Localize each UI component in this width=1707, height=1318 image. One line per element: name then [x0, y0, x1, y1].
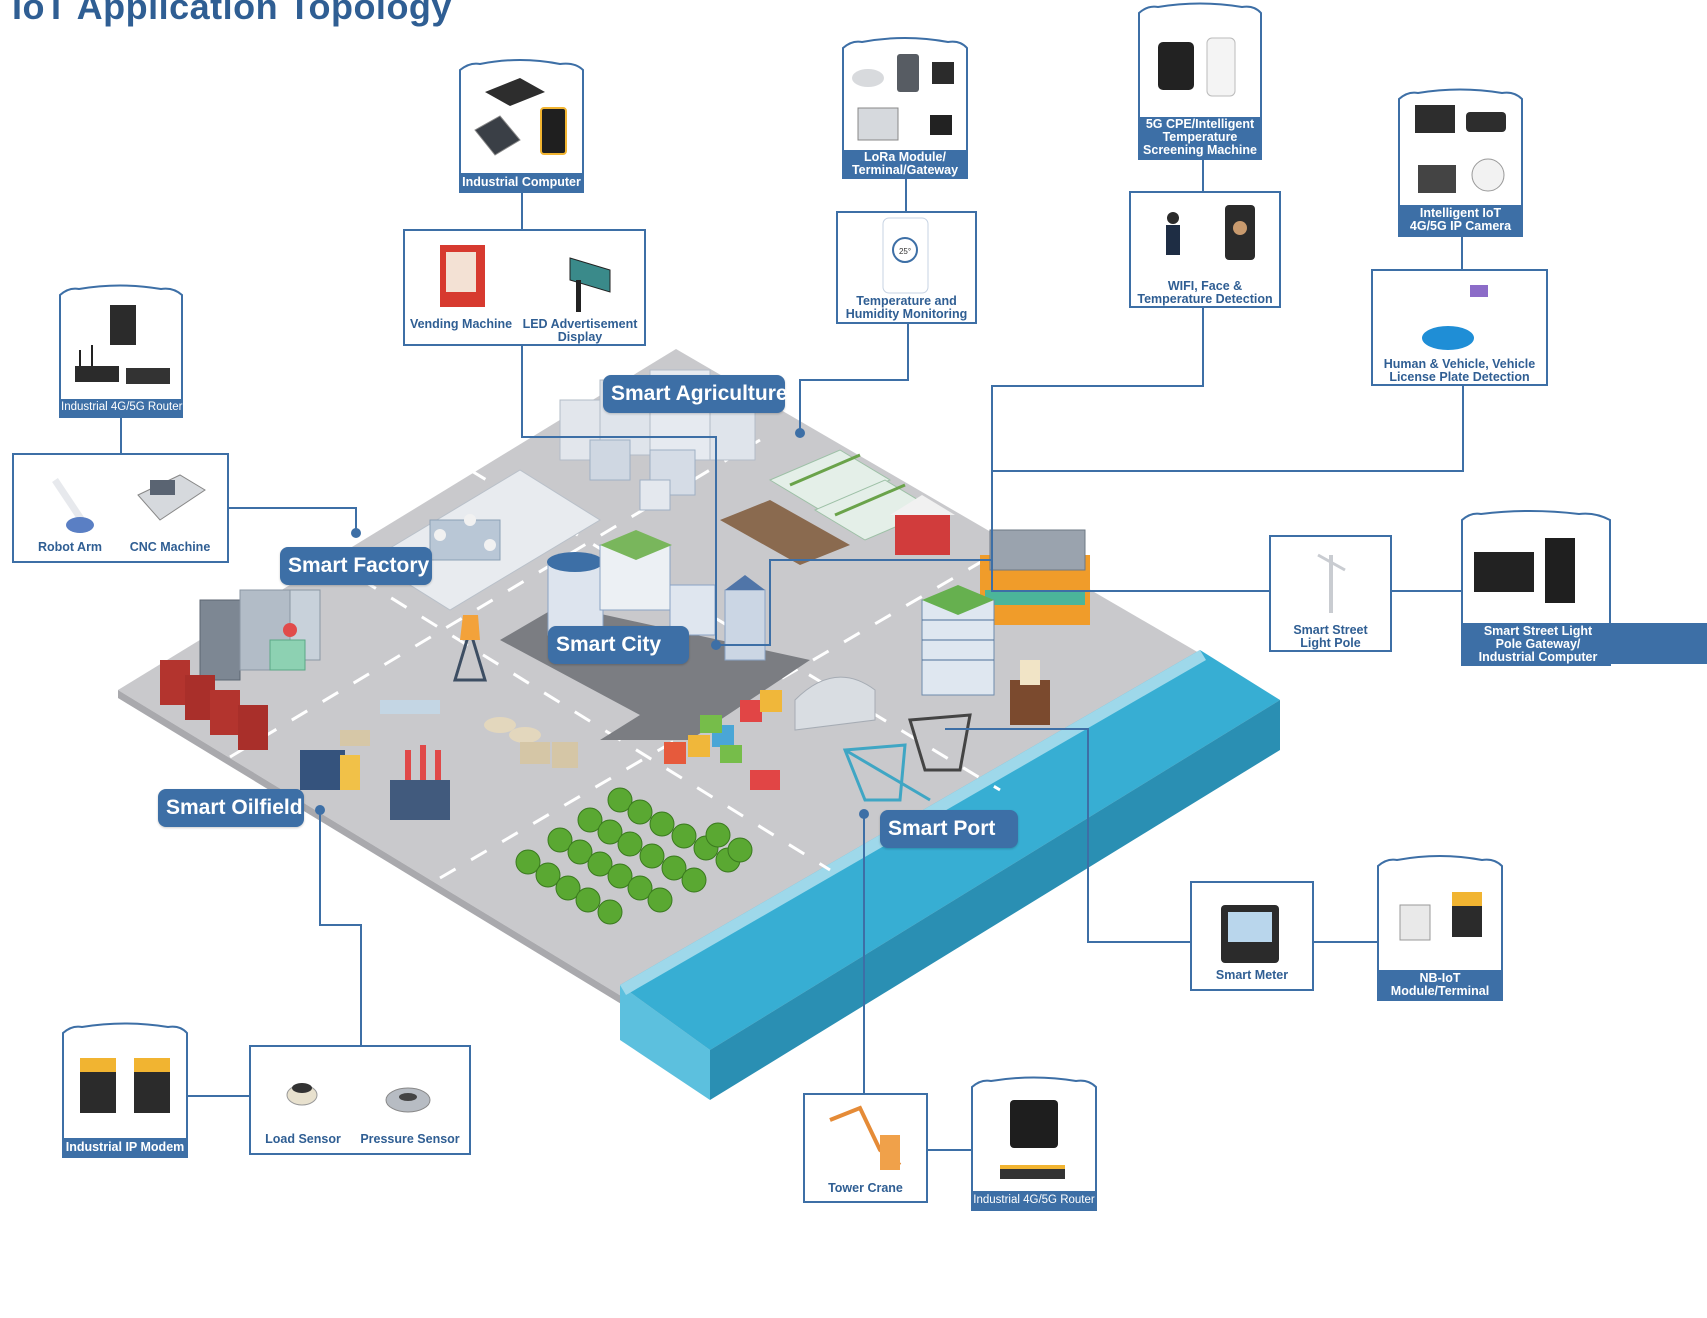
- router-4g-icon: [75, 305, 170, 384]
- router-factory-caption: Industrial 4G/5G Router: [61, 399, 182, 416]
- nbiot-icon: [1399, 892, 1482, 941]
- pressure-sensor-icon: [385, 1087, 431, 1113]
- router-port-icon: [1000, 1100, 1065, 1179]
- cnc-machine-icon: [137, 474, 206, 521]
- lora-devices-icon: [852, 54, 954, 141]
- face-detection-icon: [1166, 205, 1255, 260]
- vending-machine-caption: Vending Machine: [409, 317, 513, 331]
- crop-field: [720, 500, 850, 565]
- smart-port-label: Smart Port: [880, 810, 1018, 848]
- ip-modem-caption: Industrial IP Modem: [64, 1138, 186, 1156]
- industrial-computer-caption: Industrial Computer: [461, 173, 582, 191]
- load-sensor-icon: [286, 1083, 318, 1106]
- connector-lines: [120, 159, 1465, 1151]
- hospital-buildings: [199, 589, 321, 681]
- lighthouse: [1010, 660, 1050, 725]
- tower-crane-caption: Tower Crane: [828, 1181, 903, 1195]
- gateway-icon: [1474, 538, 1575, 603]
- pressure-sensor-caption: Pressure Sensor: [360, 1132, 460, 1146]
- containers: [664, 690, 782, 790]
- smart-meter-caption: Smart Meter: [1215, 968, 1289, 982]
- smart-meter-icon: [1221, 905, 1279, 963]
- lora-caption: LoRa Module/Terminal/Gateway: [844, 150, 966, 178]
- smart-factory-label: Smart Factory: [280, 547, 432, 585]
- oilfield-structures: [300, 615, 578, 820]
- tower-crane-icon: [829, 1105, 902, 1170]
- red-brick-buildings: [160, 660, 268, 750]
- warehouse: [794, 676, 876, 731]
- smart-city-label: Smart City: [548, 626, 689, 664]
- smart-oilfield-label: Smart Oilfield: [158, 789, 304, 827]
- led-display-icon: [569, 257, 611, 312]
- greenhouses: [768, 449, 937, 541]
- shopping-mall: [980, 529, 1090, 625]
- cpe-devices-icon: [1158, 37, 1236, 97]
- vending-machine-icon: [440, 245, 485, 307]
- page-title: IoT Application Topology: [12, 0, 452, 27]
- port-cranes: [842, 713, 972, 802]
- connector-dots: [315, 428, 869, 819]
- temperature-app-icon: 25°: [882, 217, 929, 294]
- robot-arm-caption: Robot Arm: [37, 540, 103, 554]
- vehicle-detection-icon: [1422, 285, 1488, 350]
- tall-tower: [921, 585, 995, 696]
- smart-agriculture-label: Smart Agriculture: [603, 375, 788, 413]
- orchard: [515, 787, 753, 925]
- ip-modem-icon: [80, 1058, 170, 1113]
- cnc-machine-caption: CNC Machine: [129, 540, 211, 554]
- street-light-icon: [1317, 553, 1346, 613]
- city-center-buildings: [547, 530, 766, 661]
- load-sensor-caption: Load Sensor: [265, 1132, 341, 1146]
- robot-arm-icon: [52, 478, 94, 533]
- red-barn: [890, 495, 955, 555]
- svg-text:25°: 25°: [899, 247, 911, 256]
- wifi-face-caption: WIFI, Face &Temperature Detection: [1137, 279, 1273, 306]
- router-port-caption: Industrial 4G/5G Router: [973, 1191, 1095, 1209]
- ip-camera-icon: [1415, 105, 1506, 193]
- industrial-computer-icon: [474, 78, 567, 156]
